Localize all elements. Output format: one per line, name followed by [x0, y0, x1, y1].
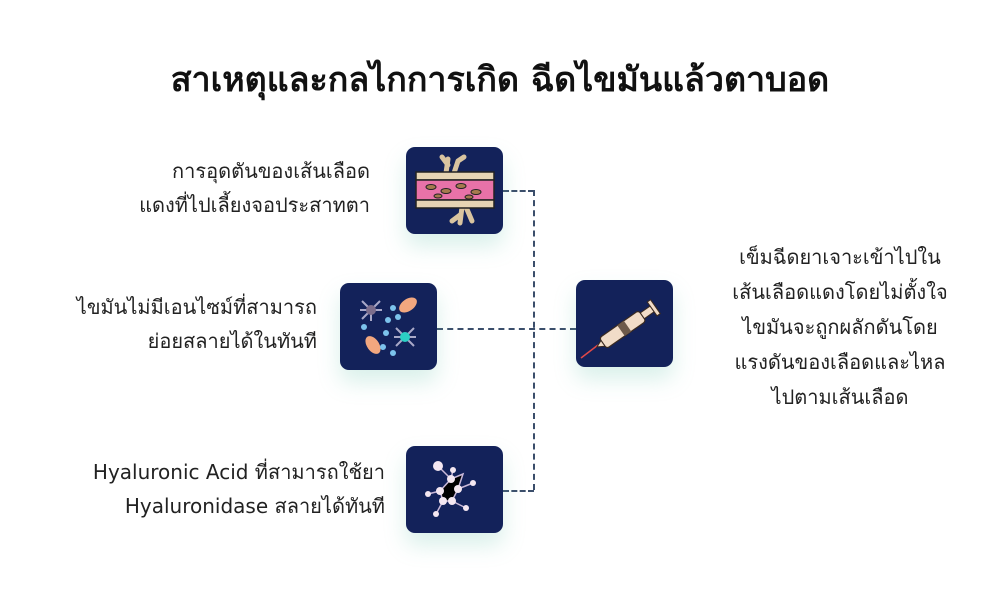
cause-line: ไขมันไม่มีเอนไซม์ที่สามารถ	[76, 295, 317, 319]
cause-line: Hyaluronic Acid ที่สามารถใช้ยา	[92, 460, 385, 484]
syringe-icon	[576, 280, 673, 367]
cause-text-3: Hyaluronic Acid ที่สามารถใช้ยา Hyaluroni…	[93, 455, 385, 523]
molecule-icon	[406, 446, 503, 533]
connector-line	[533, 190, 535, 490]
mechanism-line: ไปตามเส้นเลือด	[771, 385, 909, 409]
mechanism-line: เส้นเลือดแดงโดยไม่ตั้งใจ	[732, 280, 948, 304]
mechanism-line: เข็มฉีดยาเจาะเข้าไปใน	[739, 245, 941, 269]
connector-line	[503, 190, 534, 192]
connector-line	[503, 490, 534, 492]
mechanism-text: เข็มฉีดยาเจาะเข้าไปใน เส้นเลือดแดงโดยไม่…	[700, 240, 980, 415]
cause-line: ย่อยสลายได้ในทันที	[147, 329, 317, 353]
cause-text-2: ไขมันไม่มีเอนไซม์ที่สามารถ ย่อยสลายได้ใน…	[77, 290, 317, 358]
blood-vessel-icon	[406, 147, 503, 234]
mechanism-line: แรงดันของเลือดและไหล	[734, 350, 946, 374]
cause-line: การอุดตันของเส้นเลือด	[172, 159, 370, 183]
cause-line: Hyaluronidase สลายได้ทันที	[124, 494, 385, 518]
cause-text-1: การอุดตันของเส้นเลือด แดงที่ไปเลี้ยงจอปร…	[139, 154, 370, 222]
cells-enzymes-icon	[340, 283, 437, 370]
page-title: สาเหตุและกลไกการเกิด ฉีดไขมันแล้วตาบอด	[170, 60, 830, 100]
cause-line: แดงที่ไปเลี้ยงจอประสาทตา	[139, 193, 370, 217]
connector-line	[437, 328, 576, 330]
mechanism-line: ไขมันจะถูกผลักดันโดย	[742, 315, 938, 339]
